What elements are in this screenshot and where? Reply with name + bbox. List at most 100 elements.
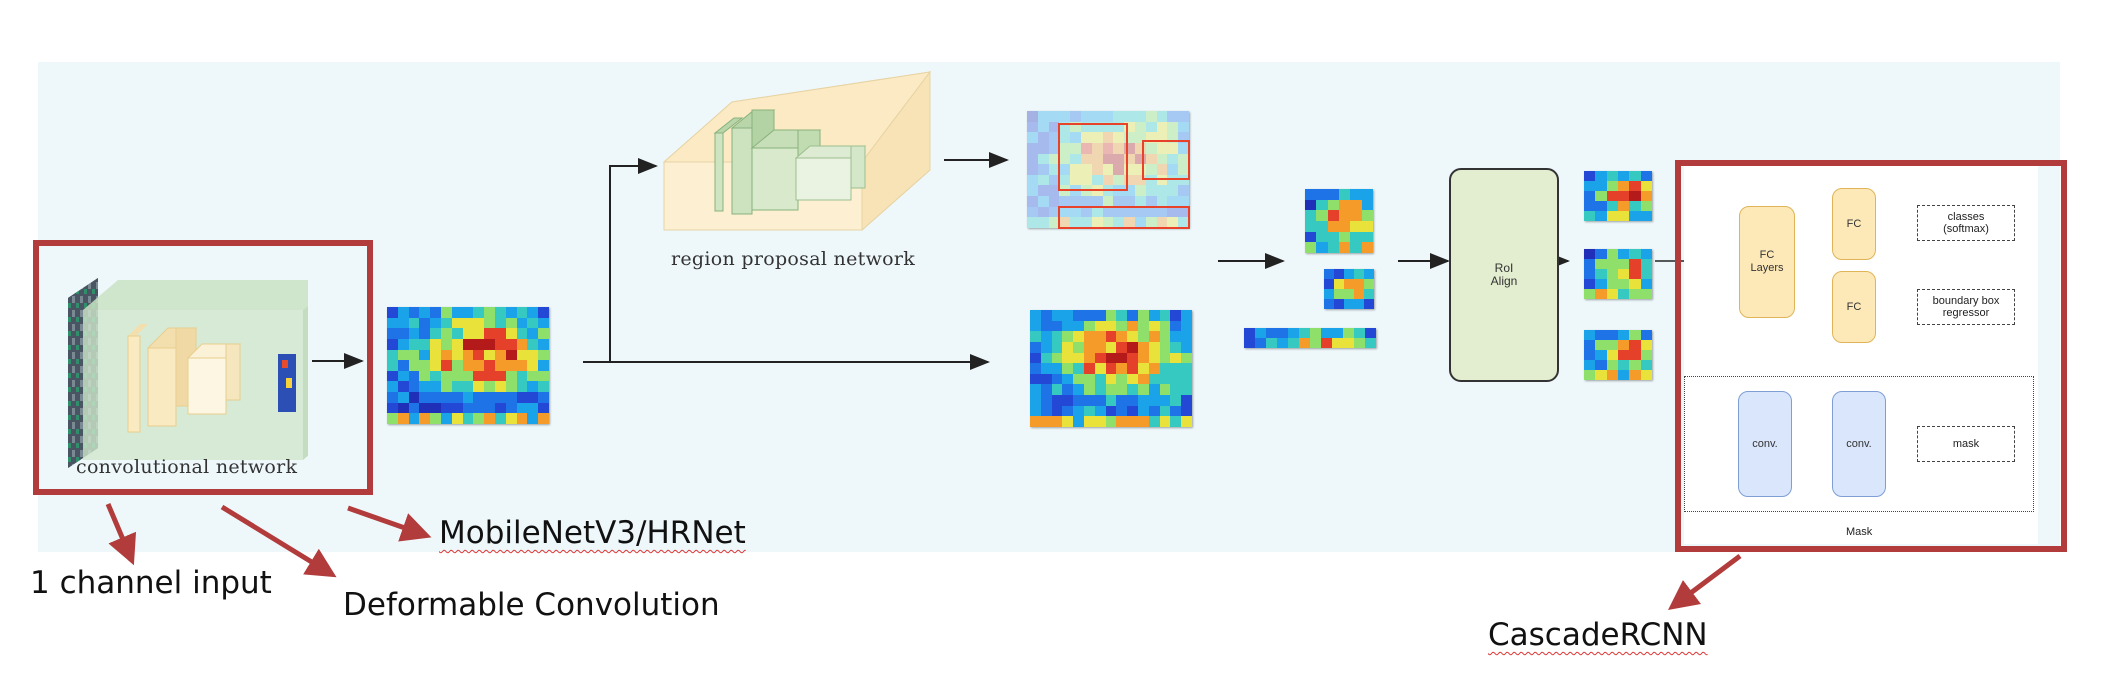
heatmap-cell: [441, 307, 452, 318]
heatmap-cell: [473, 328, 485, 339]
heatmap-cell: [1116, 405, 1128, 417]
heatmap-cell: [1606, 211, 1618, 221]
heatmap-cell: [1048, 153, 1060, 165]
heatmap-cell: [527, 402, 539, 414]
heatmap-cell: [1159, 320, 1171, 332]
heatmap-cell: [1037, 196, 1049, 207]
backbone-caption: convolutional network: [76, 456, 298, 478]
heatmap-cell: [1059, 196, 1071, 207]
heatmap-cell: [484, 381, 495, 393]
heatmap-cell: [387, 370, 398, 382]
heatmap-cell: [1030, 310, 1041, 321]
heatmap-cell: [1116, 352, 1128, 364]
heatmap-cell: [1178, 121, 1189, 133]
heatmap-cell: [1350, 199, 1362, 211]
heatmap-cell: [538, 349, 549, 361]
heatmap-cell: [1051, 331, 1063, 342]
heatmap-cell: [1156, 164, 1168, 175]
heatmap-cell: [1105, 373, 1117, 385]
heatmap-cell: [1059, 217, 1071, 228]
heatmap-cell: [1081, 217, 1092, 228]
heatmap-cell: [387, 360, 398, 371]
heatmap-cell: [1135, 196, 1146, 207]
fc-layers-node: FC Layers: [1739, 206, 1795, 318]
heatmap-cell: [1051, 352, 1063, 364]
heatmap-cell: [495, 370, 506, 382]
classes-label-2: (softmax): [1943, 223, 1989, 235]
heatmap-cell: [1364, 289, 1374, 299]
heatmap-cell: [1170, 405, 1182, 417]
heatmap-cell: [441, 392, 452, 403]
heatmap-cell: [1138, 352, 1149, 364]
heatmap-cell: [1584, 289, 1596, 299]
aligned-roi-3: [1584, 330, 1652, 380]
heatmap-cell: [1094, 341, 1106, 353]
fc1-node: FC: [1832, 188, 1876, 260]
heatmap-cell: [1170, 352, 1182, 364]
heatmap-cell: [1070, 132, 1081, 143]
heatmap-cell: [505, 402, 517, 414]
heatmap-cell: [387, 381, 398, 393]
heatmap-cell: [1127, 416, 1138, 427]
cascade-text: CascadeRCNN: [1488, 617, 1708, 653]
heatmap-cell: [1113, 206, 1125, 218]
heatmap-cell: [1640, 181, 1652, 191]
conv2-node: conv.: [1832, 391, 1886, 497]
heatmap-cell: [473, 338, 485, 350]
fc-layers-label-2: Layers: [1750, 262, 1784, 274]
heatmap-cell: [1030, 341, 1041, 353]
heatmap-cell: [1181, 310, 1192, 321]
heatmap-cell: [1081, 121, 1092, 133]
heatmap-cell: [1148, 405, 1160, 417]
heatmap-cell: [1181, 395, 1192, 406]
heatmap-cell: [1127, 395, 1138, 406]
heatmap-cell: [1027, 111, 1038, 122]
heatmap-cell: [1037, 121, 1049, 133]
heatmap-cell: [1595, 211, 1607, 221]
heatmap-cell: [1338, 221, 1351, 232]
heatmap-cell: [1084, 405, 1095, 417]
heatmap-cell: [1105, 331, 1117, 342]
heatmap-cell: [505, 360, 517, 371]
heatmap-cell: [1138, 341, 1149, 353]
heatmap-cell: [1124, 185, 1135, 197]
heatmap-cell: [1310, 328, 1321, 338]
heatmap-cell: [1084, 384, 1095, 396]
heatmap-cell: [1084, 416, 1095, 427]
heatmap-cell: [1059, 121, 1071, 133]
heatmap-cell: [1350, 231, 1362, 243]
heatmap-cell: [516, 402, 528, 414]
heatmap-cell: [1321, 338, 1332, 348]
heatmap-cell: [1027, 217, 1038, 228]
heatmap-cell: [1595, 171, 1607, 181]
heatmap-cell: [1266, 338, 1277, 348]
heatmap-cell: [1124, 217, 1135, 228]
heatmap-cell: [1584, 171, 1596, 181]
backbone-highlight-frame: [33, 240, 373, 495]
heatmap-cell: [1178, 196, 1189, 207]
heatmap-cell: [397, 413, 409, 424]
heatmap-cell: [408, 349, 420, 361]
heatmap-cell: [1081, 174, 1092, 186]
heatmap-cell: [387, 317, 398, 329]
heatmap-cell: [1159, 405, 1171, 417]
heatmap-cell: [1148, 320, 1160, 332]
heatmap-cell: [1640, 360, 1652, 370]
heatmap-cell: [1027, 174, 1038, 186]
heatmap-cell: [1138, 416, 1149, 427]
heatmap-cell: [484, 338, 495, 350]
heatmap-cell: [1170, 363, 1182, 374]
heatmap-cell: [527, 307, 539, 318]
heatmap-cell: [1354, 279, 1364, 289]
heatmap-cell: [441, 413, 452, 424]
heatmap-cell: [1255, 338, 1266, 348]
heatmap-cell: [430, 402, 441, 414]
heatmap-cell: [1127, 352, 1138, 364]
heatmap-cell: [1148, 363, 1160, 374]
heatmap-cell: [538, 413, 549, 424]
heatmap-cell: [1102, 217, 1114, 228]
heatmap-cell: [1305, 199, 1317, 211]
heatmap-cell: [1073, 352, 1084, 364]
proposal-box-3: [1058, 206, 1190, 229]
heatmap-cell: [505, 338, 517, 350]
